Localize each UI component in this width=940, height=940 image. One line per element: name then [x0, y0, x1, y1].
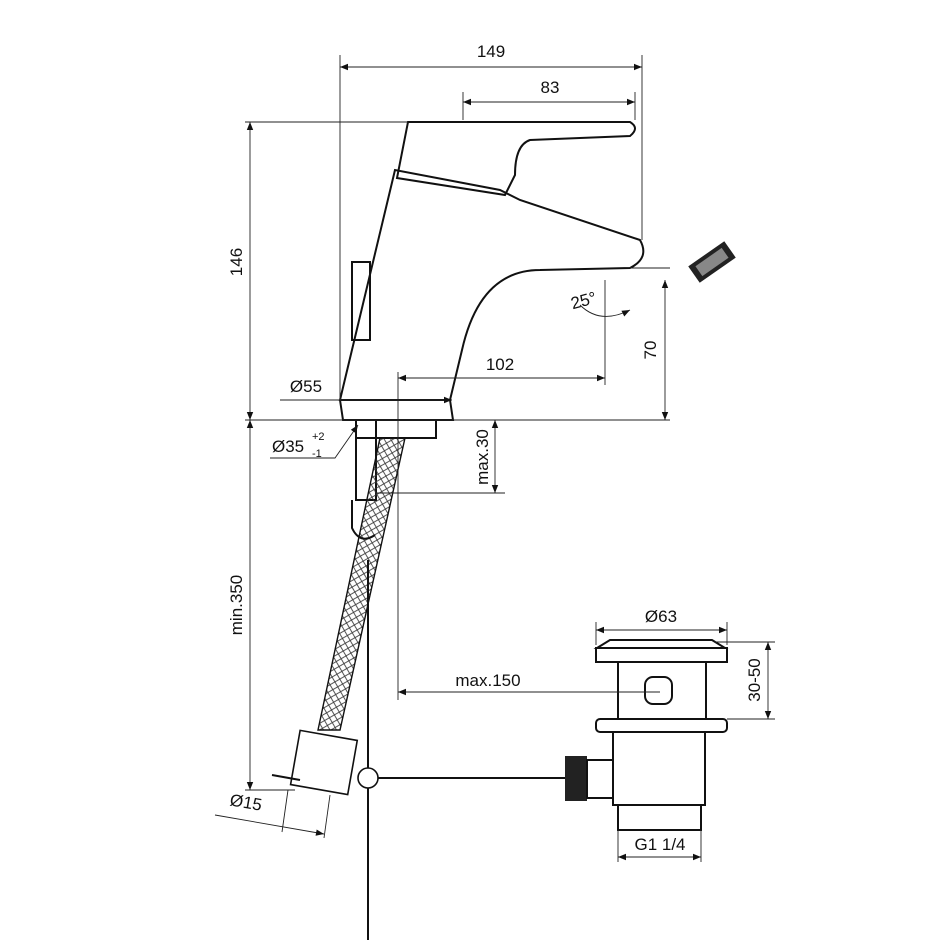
waste-drain: [565, 639, 729, 831]
dim-102: 102: [486, 355, 514, 374]
dim-35: Ø35 +2 -1: [272, 431, 325, 460]
dim-63: Ø63: [645, 607, 677, 626]
dim-25-degrees: 25°: [569, 288, 599, 313]
dim-g1-1-4: G1 1/4: [634, 835, 685, 854]
dim-83: 83: [541, 78, 560, 97]
dim-149: 149: [477, 42, 505, 61]
dim-15: Ø15: [228, 790, 263, 814]
dim-55: Ø55: [290, 377, 322, 396]
svg-text:-1: -1: [312, 448, 322, 460]
dim-min350: min.350: [227, 575, 246, 635]
dim-max30: max.30: [473, 429, 492, 485]
supply-hose: [271, 437, 406, 796]
aerator-icon: [688, 241, 736, 283]
dim-146: 146: [227, 248, 246, 276]
svg-text:Ø35: Ø35: [272, 437, 304, 456]
dim-30-50: 30-50: [745, 658, 764, 701]
svg-text:+2: +2: [312, 431, 325, 443]
dimension-lines: [214, 55, 775, 862]
dim-max150: max.150: [455, 671, 520, 690]
dim-70: 70: [641, 341, 660, 360]
